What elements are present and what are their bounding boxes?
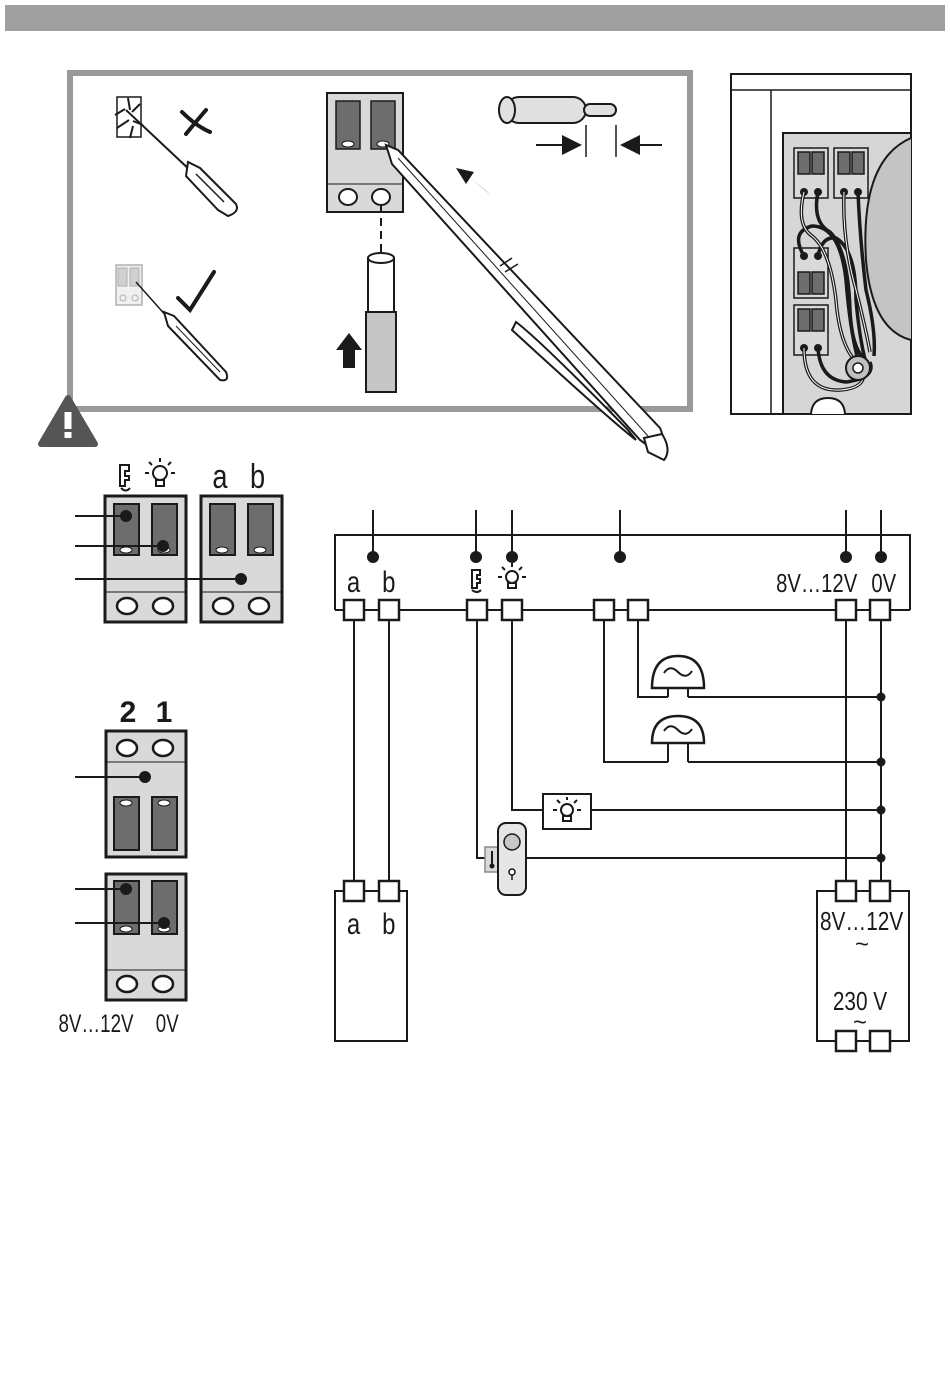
bell-icon (652, 716, 704, 762)
schematic-b-label: b (382, 564, 395, 598)
station-a-label: a (347, 906, 361, 940)
voltage-0v-label: 0V (156, 1009, 179, 1037)
indoor-station-box (335, 881, 407, 1041)
door-opener-icon (120, 465, 130, 491)
terminal-2-label: 2 (120, 696, 137, 729)
terminal-block-right (201, 496, 282, 622)
schematic-0v-label: 0V (871, 569, 896, 598)
transformer-ac-symbol-1: ~ (855, 931, 869, 958)
wire-insertion-panel (70, 73, 690, 409)
bell-icon (652, 656, 704, 697)
schematic-8-12v-label: 8V…12V (776, 569, 858, 598)
schematic-a-label: a (347, 564, 361, 598)
device-wiring-illustration (731, 74, 911, 414)
voltage-8-12v-label: 8V…12V (59, 1009, 134, 1037)
schematic-door-opener-icon (472, 570, 481, 592)
wire-end-illustration (366, 253, 396, 392)
station-b-label: b (382, 906, 395, 940)
schematic-light-icon (498, 563, 526, 588)
terminal-block-upper (106, 731, 186, 857)
terminal-1-label: 1 (156, 696, 173, 729)
terminal-block-left (105, 496, 186, 622)
terminal-a-label: a (212, 457, 228, 496)
terminal-block-lower (106, 874, 186, 1000)
terminal-b-label: b (250, 457, 265, 496)
transformer-ac-symbol-2: ~ (853, 1009, 867, 1036)
light-bulb-icon (145, 458, 175, 486)
light-fixture (543, 794, 591, 829)
door-opener-device (485, 823, 526, 895)
wiring-schematic: a b 8V…12V 0V (335, 510, 910, 1051)
